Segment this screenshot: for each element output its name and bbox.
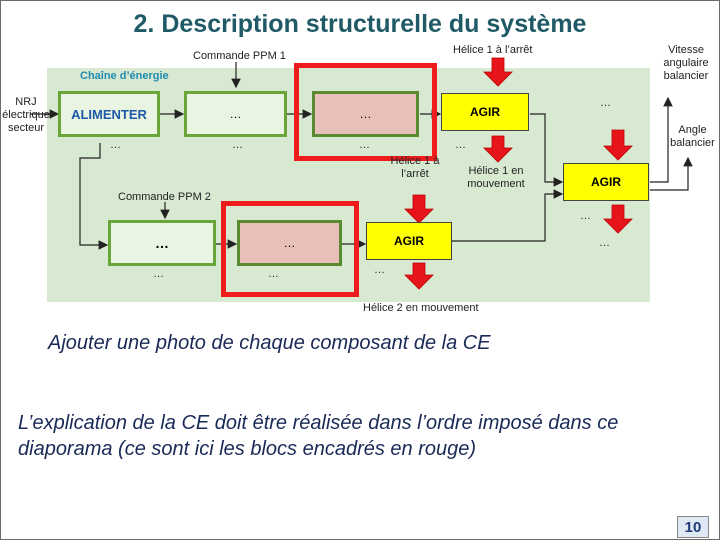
highlight-frame-1 bbox=[294, 63, 437, 161]
block-alimenter: ALIMENTER bbox=[58, 91, 160, 137]
wire-feed-bottom bbox=[79, 143, 109, 250]
red-arrow-helice2-out bbox=[404, 262, 434, 290]
block-chain-2: … bbox=[184, 91, 287, 137]
dots-label: … bbox=[232, 139, 243, 151]
agir-balancier: AGIR bbox=[563, 163, 649, 201]
dots-label: … bbox=[455, 139, 466, 151]
label-cmd-ppm1: Commande PPM 1 bbox=[193, 50, 286, 62]
dots-label: … bbox=[580, 210, 591, 222]
red-arrow-agir2-in bbox=[603, 129, 633, 161]
instruction-photo: Ajouter une photo de chaque composant de… bbox=[48, 332, 491, 354]
label-helice1-mouvement: Hélice 1 en mouvement bbox=[467, 165, 525, 190]
label-helice2-mouvement: Hélice 2 en mouvement bbox=[363, 302, 479, 314]
label-vitesse-angulaire: Vitesse angulaire balancier bbox=[663, 44, 709, 82]
highlight-frame-2 bbox=[221, 201, 359, 297]
red-arrow-helice1-in bbox=[483, 57, 513, 87]
block-chain-6: … bbox=[237, 220, 342, 266]
dots-label: … bbox=[599, 237, 610, 249]
wire-output-angle bbox=[650, 156, 693, 191]
dots-label: … bbox=[359, 139, 370, 151]
wire-output-vitesse bbox=[650, 96, 673, 183]
block-chain-3: … bbox=[312, 91, 419, 137]
dots-label: … bbox=[600, 97, 611, 109]
page-number: 10 bbox=[677, 516, 709, 538]
instruction-order: L’explication de la CE doit être réalisé… bbox=[18, 412, 619, 460]
dots-label: … bbox=[374, 264, 385, 276]
label-helice1-arret-top: Hélice 1 à l’arrêt bbox=[453, 44, 533, 56]
red-arrow-helice1-out bbox=[483, 135, 513, 163]
dots-label: … bbox=[153, 268, 164, 280]
label-nrj-input: NRJ électrique secteur bbox=[2, 96, 50, 134]
label-angle-balancier: Angle balancier bbox=[670, 124, 715, 149]
red-arrow-helice2-in bbox=[404, 194, 434, 224]
chain-energy-label: Chaîne d’énergie bbox=[80, 70, 169, 82]
label-cmd-ppm2: Commande PPM 2 bbox=[118, 191, 211, 203]
red-arrow-agir2-out bbox=[603, 204, 633, 234]
wire-agir1-agir2 bbox=[530, 113, 564, 187]
block-chain-5: … bbox=[108, 220, 216, 266]
agir-helice-2: AGIR bbox=[366, 222, 452, 260]
label-helice1-arret-mid: Hélice 1 à l’arrêt bbox=[390, 155, 440, 180]
agir-helice-1: AGIR bbox=[441, 93, 529, 131]
wire-agir3-agir2 bbox=[452, 189, 564, 242]
dots-label: … bbox=[110, 139, 121, 151]
slide-title: 2. Description structurelle du système bbox=[133, 10, 587, 38]
dots-label: … bbox=[268, 268, 279, 280]
